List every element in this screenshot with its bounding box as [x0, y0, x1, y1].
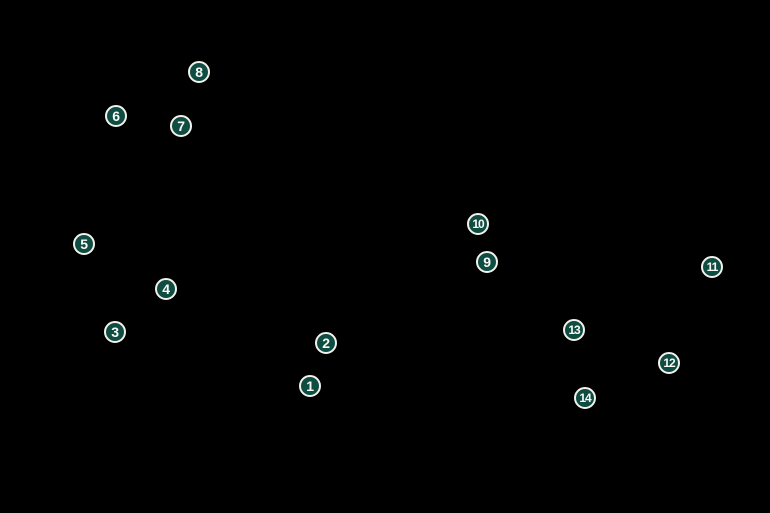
marker-11-label: 11	[706, 260, 719, 274]
marker-2-label: 2	[322, 335, 330, 351]
marker-10-label: 10	[472, 217, 484, 231]
marker-5[interactable]: 5	[73, 233, 95, 255]
marker-1-label: 1	[306, 378, 314, 394]
marker-14-label: 14	[579, 391, 591, 405]
marker-8-label: 8	[195, 64, 203, 80]
marker-2[interactable]: 2	[315, 332, 337, 354]
marker-7-label: 7	[177, 118, 185, 134]
marker-6-label: 6	[112, 108, 120, 124]
marker-7[interactable]: 7	[170, 115, 192, 137]
marker-10[interactable]: 10	[467, 213, 489, 235]
marker-11[interactable]: 11	[701, 256, 723, 278]
marker-12-label: 12	[663, 356, 675, 370]
marker-3-label: 3	[111, 324, 119, 340]
marker-3[interactable]: 3	[104, 321, 126, 343]
marker-13[interactable]: 13	[563, 319, 585, 341]
marker-5-label: 5	[80, 236, 88, 252]
marker-6[interactable]: 6	[105, 105, 127, 127]
marker-9[interactable]: 9	[476, 251, 498, 273]
marker-8[interactable]: 8	[188, 61, 210, 83]
marker-4[interactable]: 4	[155, 278, 177, 300]
marker-12[interactable]: 12	[658, 352, 680, 374]
marker-1[interactable]: 1	[299, 375, 321, 397]
marker-4-label: 4	[162, 281, 170, 297]
marker-13-label: 13	[568, 323, 580, 337]
marker-9-label: 9	[483, 254, 491, 270]
marker-14[interactable]: 14	[574, 387, 596, 409]
